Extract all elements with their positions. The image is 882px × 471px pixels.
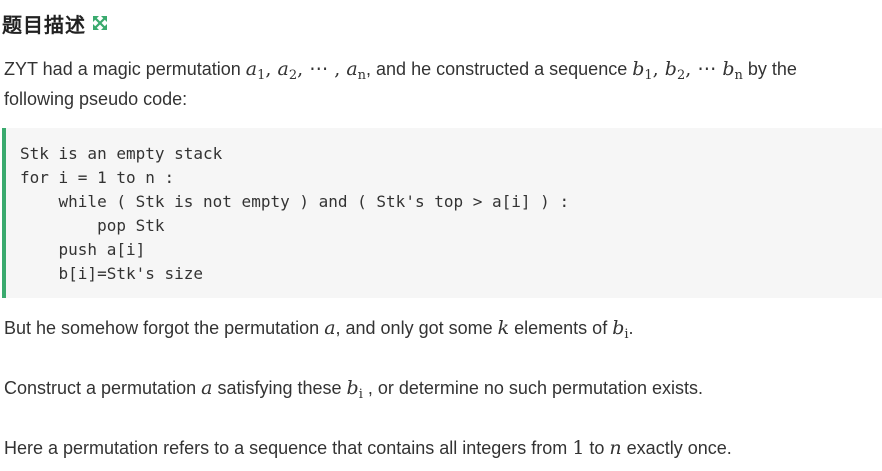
math-comma: ,: [297, 58, 310, 80]
math-n: n: [609, 437, 622, 459]
math-bi-sub: i: [624, 327, 629, 342]
expand-arrows-icon[interactable]: [92, 15, 108, 31]
intro-text-1: ZYT had a magic permutation: [4, 59, 246, 79]
forgot-text-1: But he somehow forgot the permutation: [4, 318, 325, 338]
intro-text-3: by the: [742, 59, 797, 79]
forgot-paragraph: But he somehow forgot the permutation a,…: [4, 313, 634, 346]
math-bi: bi: [346, 377, 363, 402]
math-a2-base: a: [277, 58, 289, 80]
definition-text-3: exactly once.: [621, 438, 732, 458]
math-bn-sub: n: [734, 68, 743, 83]
math-bi-base: b: [346, 377, 359, 399]
section-title: 题目描述: [2, 12, 86, 37]
math-b1: b1: [632, 58, 653, 83]
math-b1-base: b: [632, 58, 645, 80]
math-a2: a2: [277, 58, 298, 83]
forgot-text-4: .: [628, 318, 634, 338]
math-a1-base: a: [245, 58, 258, 80]
math-bn-base: b: [722, 58, 735, 80]
math-a: a: [201, 377, 213, 399]
math-an-base: a: [346, 58, 358, 80]
math-b2-base: b: [664, 58, 677, 80]
math-an-sub: n: [357, 68, 367, 83]
forgot-text-2: , and only got some: [335, 318, 498, 338]
math-bn: bn: [716, 58, 743, 83]
math-bi-base: b: [612, 317, 625, 339]
intro-paragraph-line-2: following pseudo code:: [4, 84, 187, 114]
pseudo-code-block: Stk is an empty stack for i = 1 to n : w…: [2, 128, 882, 298]
math-comma: ,: [652, 58, 665, 80]
definition-text-1: Here a permutation refers to a sequence …: [4, 438, 573, 458]
construct-text-2: satisfying these: [212, 378, 347, 398]
math-a1: a1: [245, 58, 266, 83]
math-comma: ,: [265, 58, 278, 80]
math-bi-sub: i: [358, 387, 363, 402]
construct-paragraph: Construct a permutation a satisfying the…: [4, 373, 703, 406]
intro-line-2: following pseudo code:: [4, 89, 188, 109]
forgot-text-3: elements of: [509, 318, 613, 338]
definition-text-2: to: [584, 438, 610, 458]
math-comma: ,: [328, 58, 347, 80]
math-dots: ⋯: [309, 58, 329, 80]
math-b2-sub: 2: [676, 68, 686, 83]
intro-text-2: , and he constructed a sequence: [366, 59, 633, 79]
math-1: 1: [572, 437, 585, 459]
math-b2: b2: [664, 58, 686, 83]
math-b1-sub: 1: [644, 68, 653, 83]
math-k: k: [497, 317, 510, 339]
pseudo-code: Stk is an empty stack for i = 1 to n : w…: [20, 144, 570, 283]
math-a1-sub: 1: [257, 68, 266, 83]
math-dots: ⋯: [697, 58, 717, 80]
math-comma: ,: [685, 58, 698, 80]
math-an: an: [346, 58, 367, 83]
math-bi: bi: [612, 317, 629, 342]
construct-text-3: , or determine no such permutation exist…: [362, 378, 704, 398]
title-row: 题目描述: [2, 8, 108, 38]
definition-paragraph: Here a permutation refers to a sequence …: [4, 433, 732, 463]
construct-text-1: Construct a permutation: [4, 378, 202, 398]
math-a2-sub: 2: [288, 68, 298, 83]
intro-paragraph-line-1: ZYT had a magic permutation a1, a2, ⋯ , …: [4, 54, 797, 87]
math-a: a: [324, 317, 336, 339]
